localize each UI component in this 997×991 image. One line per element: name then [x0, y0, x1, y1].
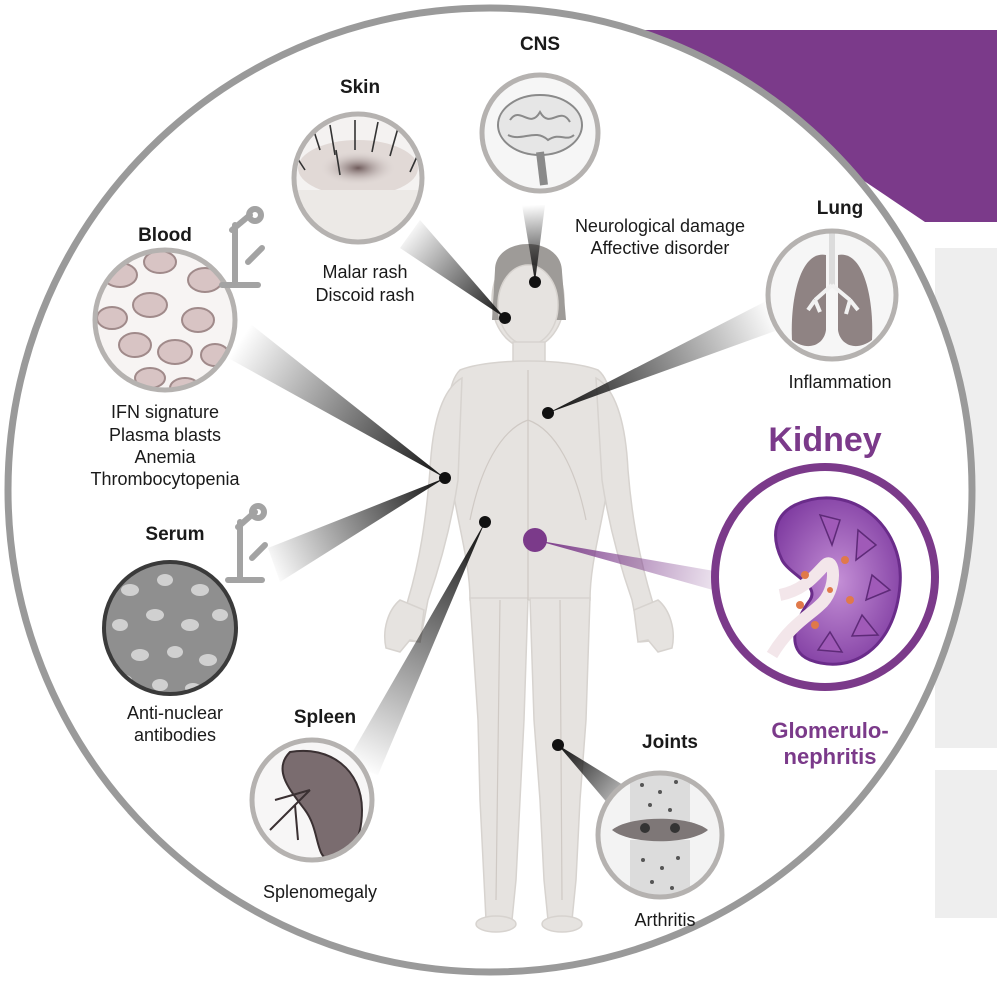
serum-finding-2: antibodies — [100, 725, 250, 747]
marker-skin — [499, 312, 511, 324]
lung-finding-1: Inflammation — [765, 372, 915, 394]
kidney-finding-2: nephritis — [740, 744, 920, 770]
organ-title-cns: CNS — [500, 34, 580, 57]
spleen-inset — [252, 740, 372, 860]
organ-title-blood: Blood — [125, 225, 205, 248]
kidney-inset — [715, 467, 935, 687]
marker-kidney — [523, 528, 547, 552]
marker-cns — [529, 276, 541, 288]
blood-finding-1: IFN signature — [75, 402, 255, 424]
kidney-finding-1: Glomerulo- — [740, 718, 920, 744]
marker-lung — [542, 407, 554, 419]
spleen-finding-1: Splenomegaly — [245, 882, 395, 904]
organ-title-spleen: Spleen — [280, 707, 370, 730]
organ-title-joints: Joints — [630, 732, 710, 755]
blood-finding-2: Plasma blasts — [75, 425, 255, 447]
joints-finding-1: Arthritis — [605, 910, 725, 932]
organ-title-kidney: Kidney — [745, 420, 905, 461]
cns-inset — [482, 75, 598, 191]
skin-finding-1: Malar rash — [295, 262, 435, 284]
marker-joints — [552, 739, 564, 751]
grey-panel-lower — [935, 770, 997, 918]
lung-inset — [768, 231, 896, 359]
cns-finding-1: Neurological damage — [545, 216, 775, 238]
organ-title-serum: Serum — [130, 524, 220, 547]
joints-inset — [598, 770, 722, 900]
serum-finding-1: Anti-nuclear — [100, 703, 250, 725]
blood-finding-4: Thrombocytopenia — [65, 469, 265, 491]
blood-finding-3: Anemia — [75, 447, 255, 469]
organ-title-lung: Lung — [800, 198, 880, 221]
marker-blood-serum — [439, 472, 451, 484]
marker-spleen — [479, 516, 491, 528]
cns-finding-2: Affective disorder — [545, 238, 775, 260]
organ-title-skin: Skin — [320, 77, 400, 100]
skin-finding-2: Discoid rash — [295, 285, 435, 307]
